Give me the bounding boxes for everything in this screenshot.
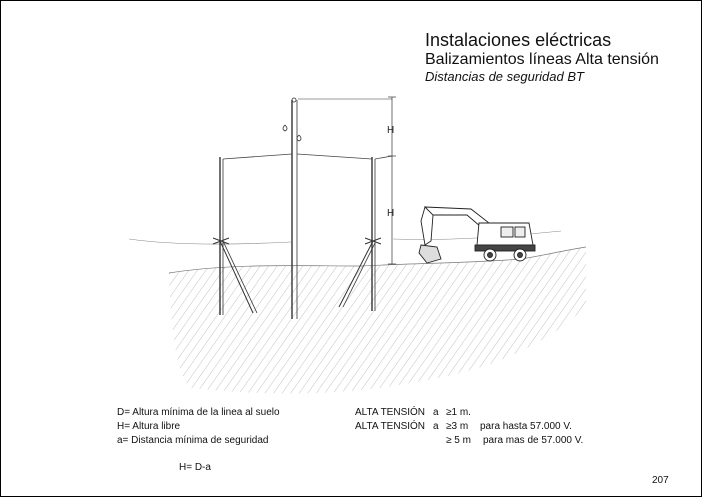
center-pole	[282, 97, 392, 319]
safety-row-2-note: para hasta 57.000 V.	[480, 421, 572, 432]
safety-row-2-var: a	[433, 421, 439, 432]
legend-a-definition: a= Distancia mínima de seguridad	[117, 435, 269, 446]
page-section-title: Distancias de seguridad BT	[425, 69, 584, 84]
safety-row-1-value: ≥1 m.	[446, 407, 471, 418]
page-number: 207	[652, 475, 669, 486]
dim-label-lower: H	[387, 208, 394, 219]
safety-row-3-value: ≥ 5 m	[446, 435, 471, 446]
safety-row-1-var: a	[433, 407, 439, 418]
page-subtitle: Balizamientos líneas Alta tensión	[425, 51, 659, 68]
conductor-wires	[222, 153, 393, 160]
safety-row-2-label: ALTA TENSIÓN	[355, 421, 426, 432]
ground-terrain	[169, 247, 586, 394]
dim-label-upper: H	[387, 125, 394, 136]
legend-d-definition: D= Altura mínima de la linea al suelo	[117, 407, 280, 418]
excavator	[418, 206, 536, 264]
legend-formula: H= D-a	[179, 462, 211, 473]
right-pole	[338, 157, 382, 311]
page-title: Instalaciones eléctricas	[425, 30, 612, 50]
safety-row-2-value: ≥3 m	[446, 421, 469, 432]
dimension-line	[388, 96, 396, 265]
safety-row-1-label: ALTA TENSIÓN	[355, 407, 426, 418]
left-pole	[212, 157, 258, 315]
legend-h-definition: H= Altura libre	[117, 421, 181, 432]
safety-row-3-note: para mas de 57.000 V.	[483, 435, 584, 446]
